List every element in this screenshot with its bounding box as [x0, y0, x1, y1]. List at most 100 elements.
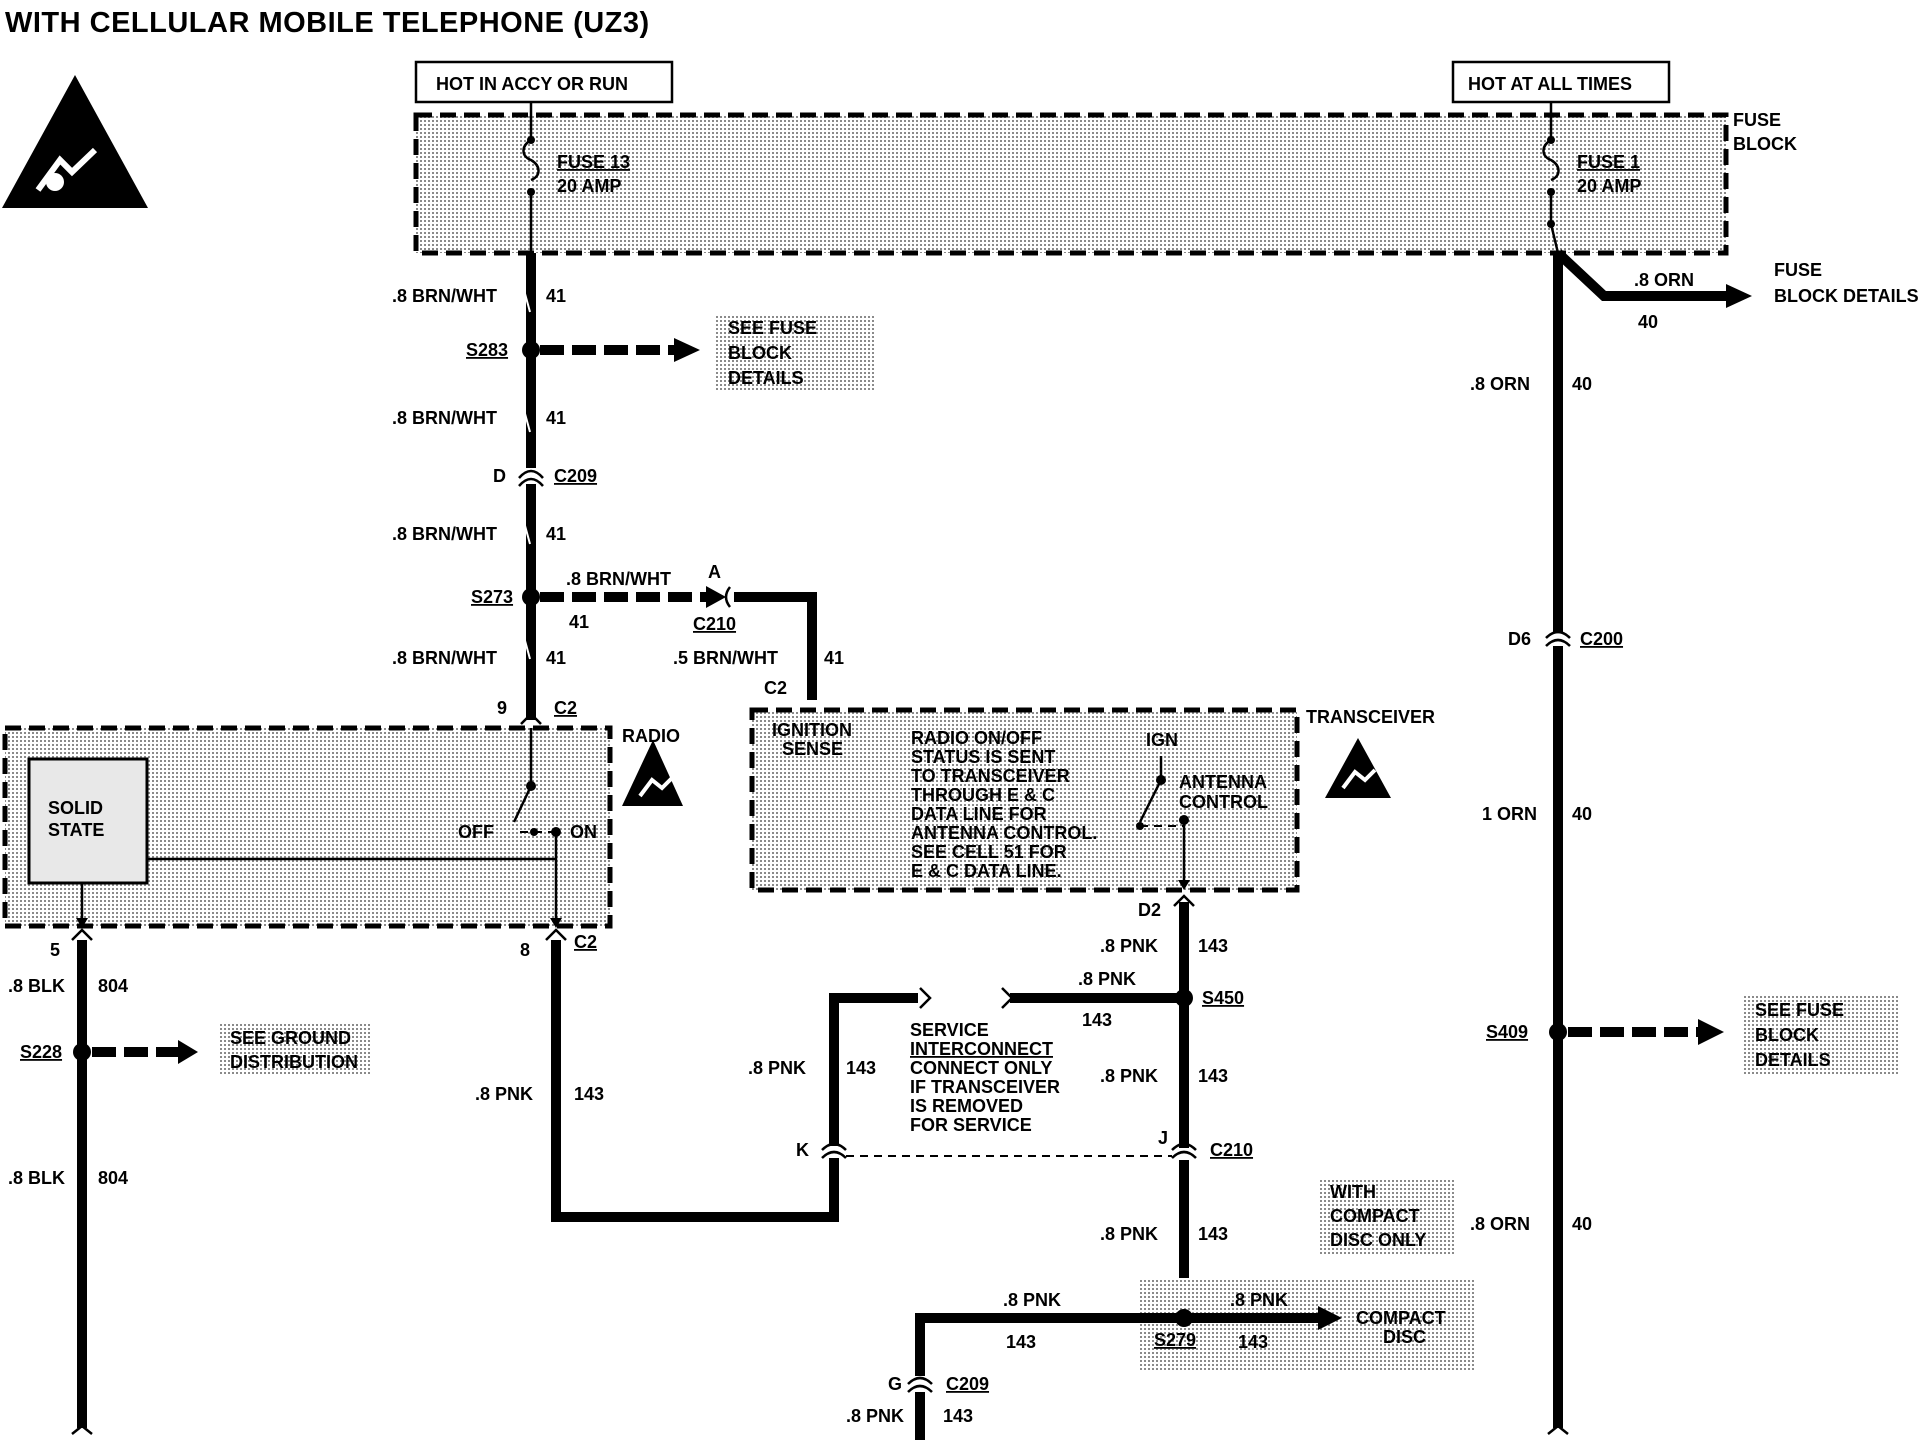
svg-text:SEE FUSE: SEE FUSE	[728, 318, 817, 338]
svg-text:41: 41	[824, 648, 844, 668]
see-fuse-block-details-2: SEE FUSE BLOCK DETAILS	[1743, 996, 1899, 1074]
svg-text:IF TRANSCEIVER: IF TRANSCEIVER	[910, 1077, 1060, 1097]
svg-text:RADIO ON/OFF: RADIO ON/OFF	[911, 728, 1042, 748]
svg-text:HOT IN ACCY OR RUN: HOT IN ACCY OR RUN	[436, 74, 628, 94]
svg-text:143: 143	[1198, 1066, 1228, 1086]
svg-text:.8 PNK: .8 PNK	[1230, 1290, 1288, 1310]
radio-module: RADIO SOLID STATE OFF ON	[2, 725, 680, 929]
svg-text:D6: D6	[1508, 629, 1531, 649]
svg-text:CONTROL: CONTROL	[1179, 792, 1268, 812]
svg-text:.8 BRN/WHT: .8 BRN/WHT	[392, 408, 497, 428]
fuse-block-details-branch: .8 ORN 40 FUSE BLOCK DETAILS	[1554, 249, 1919, 332]
svg-text:S228: S228	[20, 1042, 62, 1062]
svg-text:E & C DATA LINE.: E & C DATA LINE.	[911, 861, 1062, 881]
svg-text:IS REMOVED: IS REMOVED	[910, 1096, 1023, 1116]
svg-text:C209: C209	[946, 1374, 989, 1394]
svg-text:D2: D2	[1138, 900, 1161, 920]
svg-text:SEE GROUND: SEE GROUND	[230, 1028, 351, 1048]
svg-text:C2: C2	[574, 932, 597, 952]
svg-text:G: G	[888, 1374, 902, 1394]
svg-text:FUSE 13: FUSE 13	[557, 152, 630, 172]
svg-text:143: 143	[846, 1058, 876, 1078]
esd-warning-icon	[2, 75, 148, 208]
wire-143-pnk-radio: .8 PNK 143	[475, 940, 839, 1222]
svg-text:1 ORN: 1 ORN	[1482, 804, 1537, 824]
svg-text:.8 PNK: .8 PNK	[1003, 1290, 1061, 1310]
svg-text:.8 PNK: .8 PNK	[846, 1406, 904, 1426]
connector-c200-d6: D6 C200	[1508, 629, 1623, 649]
svg-text:SERVICE: SERVICE	[910, 1020, 989, 1040]
splice-s283: S283	[466, 338, 700, 362]
svg-text:C209: C209	[554, 466, 597, 486]
svg-text:.8 BRN/WHT: .8 BRN/WHT	[392, 524, 497, 544]
fuse-block: FUSE BLOCK	[413, 110, 1797, 256]
svg-text:FOR SERVICE: FOR SERVICE	[910, 1115, 1032, 1135]
svg-text:RADIO: RADIO	[622, 726, 680, 746]
see-ground-distribution: SEE GROUND DISTRIBUTION	[218, 1024, 370, 1076]
splice-s279: S279 .8 PNK 143 .8 PNK 143 COMPACT DISC	[915, 1278, 1474, 1376]
radio-esd-icon	[622, 740, 683, 806]
fuse-1: FUSE 1 20 AMP	[1542, 102, 1641, 254]
svg-text:BLOCK: BLOCK	[728, 343, 792, 363]
service-interconnect-wire: .8 PNK 143	[748, 987, 932, 1146]
svg-text:FUSE 1: FUSE 1	[1577, 152, 1640, 172]
svg-text:ANTENNA: ANTENNA	[1179, 772, 1267, 792]
svg-text:S450: S450	[1202, 988, 1244, 1008]
svg-text:.8 BRN/WHT: .8 BRN/WHT	[392, 286, 497, 306]
svg-text:40: 40	[1572, 804, 1592, 824]
svg-text:S283: S283	[466, 340, 508, 360]
svg-text:CONNECT ONLY: CONNECT ONLY	[910, 1058, 1052, 1078]
svg-text:SEE CELL 51 FOR: SEE CELL 51 FOR	[911, 842, 1067, 862]
fuse-13: FUSE 13 20 AMP	[522, 102, 630, 253]
svg-text:143: 143	[1082, 1010, 1112, 1030]
svg-text:COMPACT: COMPACT	[1330, 1206, 1420, 1226]
fuse-block-label-1: FUSE	[1733, 110, 1781, 130]
svg-text:143: 143	[1238, 1332, 1268, 1352]
connector-radio-bottom: 5 8 C2	[50, 928, 597, 960]
transceiver-module: TRANSCEIVER IGNITION SENSE RADIO ON/OFF …	[749, 707, 1435, 893]
connector-c209-g: G C209 .8 PNK 143	[846, 1374, 989, 1440]
svg-text:.8 PNK: .8 PNK	[748, 1058, 806, 1078]
svg-text:C200: C200	[1580, 629, 1623, 649]
svg-text:40: 40	[1638, 312, 1658, 332]
svg-text:41: 41	[546, 524, 566, 544]
svg-text:.8 PNK: .8 PNK	[1100, 936, 1158, 956]
svg-text:41: 41	[569, 612, 589, 632]
splice-s450: S450 .8 PNK 143	[1001, 969, 1244, 1030]
see-fuse-block-details-1: SEE FUSE BLOCK DETAILS	[716, 314, 876, 392]
svg-text:40: 40	[1572, 1214, 1592, 1234]
svg-text:INTERCONNECT: INTERCONNECT	[910, 1039, 1053, 1059]
svg-text:DETAILS: DETAILS	[728, 368, 804, 388]
svg-text:804: 804	[98, 976, 128, 996]
wire-143-pnk-transceiver: D2 .8 PNK 143 .8 PNK 143 .8 PNK 143	[1100, 894, 1228, 1318]
svg-text:STATE: STATE	[48, 820, 104, 840]
svg-text:DISC ONLY: DISC ONLY	[1330, 1230, 1426, 1250]
svg-text:D: D	[493, 466, 506, 486]
svg-text:C2: C2	[764, 678, 787, 698]
svg-text:143: 143	[1006, 1332, 1036, 1352]
svg-text:S273: S273	[471, 587, 513, 607]
svg-text:143: 143	[574, 1084, 604, 1104]
svg-text:.8 PNK: .8 PNK	[1100, 1066, 1158, 1086]
svg-text:SEE FUSE: SEE FUSE	[1755, 1000, 1844, 1020]
svg-text:.8 ORN: .8 ORN	[1634, 270, 1694, 290]
svg-text:C2: C2	[554, 698, 577, 718]
connector-c210-kj: K J C210	[796, 1128, 1253, 1160]
svg-text:ANTENNA CONTROL.: ANTENNA CONTROL.	[911, 823, 1097, 843]
svg-text:S409: S409	[1486, 1022, 1528, 1042]
svg-text:8: 8	[520, 940, 530, 960]
wire-804-blk: .8 BLK 804 .8 BLK 804	[8, 940, 128, 1435]
svg-text:5: 5	[50, 940, 60, 960]
svg-text:143: 143	[943, 1406, 973, 1426]
svg-text:J: J	[1158, 1128, 1168, 1148]
svg-text:WITH: WITH	[1330, 1182, 1376, 1202]
hot-accy-box: HOT IN ACCY OR RUN	[414, 60, 674, 104]
connector-radio-c2-9: 9 C2	[497, 698, 577, 725]
svg-text:.8 BRN/WHT: .8 BRN/WHT	[566, 569, 671, 589]
svg-text:SOLID: SOLID	[48, 798, 103, 818]
svg-text:IGN: IGN	[1146, 730, 1178, 750]
svg-text:9: 9	[497, 698, 507, 718]
svg-text:C210: C210	[1210, 1140, 1253, 1160]
svg-text:FUSE: FUSE	[1774, 260, 1822, 280]
